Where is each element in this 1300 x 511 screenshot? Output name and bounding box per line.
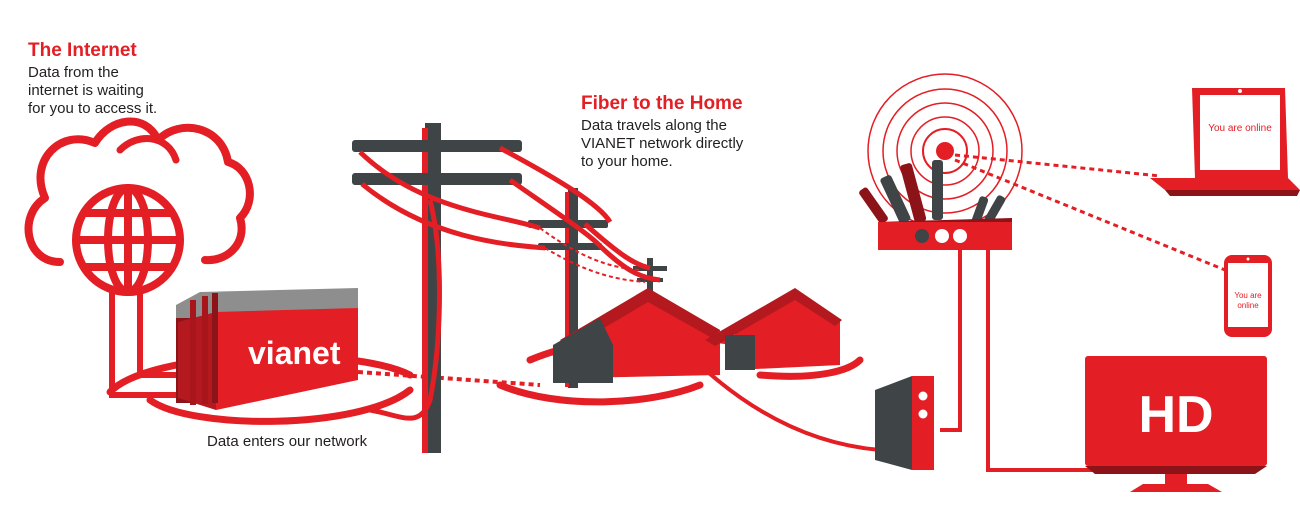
internet-caption: The Internet Data from the internet is w… — [28, 40, 228, 118]
globe-icon — [72, 184, 184, 296]
laptop-icon: You are online — [1150, 88, 1300, 196]
fiber-text-line-2: VIANET network directly — [581, 135, 744, 152]
set-top-box-icon — [875, 376, 934, 470]
phone-status-line-2: online — [1237, 301, 1259, 310]
tv-icon: HD — [1085, 356, 1267, 492]
overhead-wires — [358, 145, 661, 283]
house-icon — [553, 288, 720, 383]
fiber-text-line-1: Data travels along the — [581, 117, 727, 134]
internet-heading: The Internet — [28, 40, 137, 61]
network-caption: Data enters our network — [207, 433, 368, 450]
phone-status-line-1: You are — [1234, 291, 1262, 300]
fiber-heading: Fiber to the Home — [581, 93, 743, 114]
cloud-connection-lines — [109, 292, 180, 398]
cloud-icon — [24, 117, 254, 266]
fiber-text-line-3: to your home. — [581, 153, 673, 170]
laptop-status: You are online — [1208, 123, 1272, 134]
data-center-icon: vianet — [176, 288, 358, 410]
house-icon-2 — [705, 288, 842, 370]
fiber-drop — [369, 199, 442, 421]
internet-text-line-3: for you to access it. — [28, 100, 158, 117]
router-icon — [859, 160, 1012, 250]
internet-text-line-2: internet is waiting — [28, 82, 144, 99]
overhead-wires-thin — [539, 227, 646, 283]
fiber-dotted-line — [357, 370, 541, 387]
internet-text-line-1: Data from the — [28, 64, 119, 81]
phone-icon: You are online — [1224, 255, 1272, 337]
fiber-caption: Fiber to the Home Data travels along the… — [581, 93, 811, 171]
tv-label: HD — [1138, 386, 1213, 444]
brand-logo: vianet — [248, 335, 341, 371]
wifi-dotted-lines — [954, 153, 1226, 272]
